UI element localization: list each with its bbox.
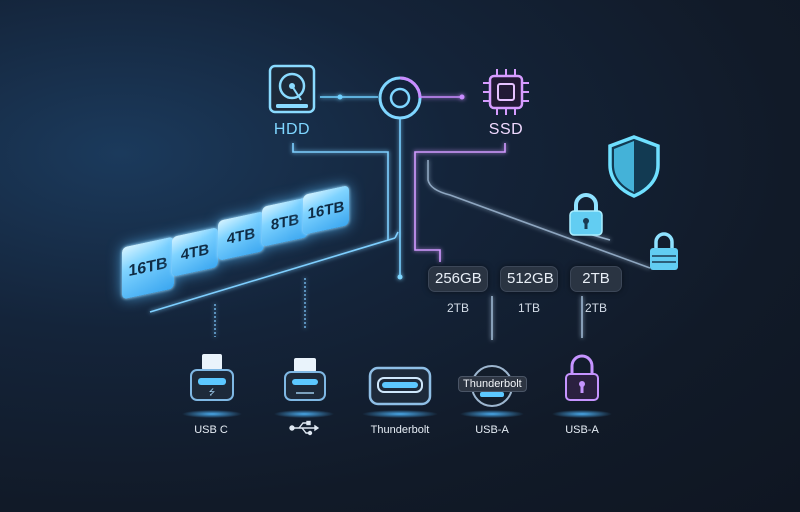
storage-chip-sub: 2TB (446, 301, 469, 315)
hard-disk-icon (268, 64, 316, 114)
storage-chip: 256GB (428, 266, 488, 292)
port-label: Thunderbolt (370, 424, 430, 436)
ssd-label: SSD (488, 121, 524, 138)
cpu-chip-icon (483, 69, 529, 115)
small-padlock-icon (650, 232, 678, 270)
port-label: USB C (194, 424, 228, 436)
usb-symbol-port-icon[interactable] (282, 356, 328, 406)
storage-chip: 512GB (500, 266, 558, 292)
hdd-label: HDD (273, 121, 311, 138)
capacity-card: 16TB (122, 236, 174, 300)
storage-chip: 2TB (570, 266, 622, 292)
hub-ring-icon (378, 76, 422, 120)
storage-chip-sub: 1TB (517, 301, 540, 315)
thunderbolt-port-icon[interactable] (368, 364, 432, 408)
thunderbolt-badge: Thunderbolt (458, 376, 527, 392)
usb-trident-icon (289, 420, 319, 436)
storage-chip-sub: 2TB (584, 301, 607, 315)
svg-text:⭍: ⭍ (209, 388, 216, 397)
port-label: USB-A (475, 424, 509, 436)
padlock-icon (569, 193, 603, 236)
port-label: USB-A (565, 424, 599, 436)
shield-icon (608, 135, 660, 198)
lock-port-icon[interactable] (562, 352, 602, 408)
usb-c-port-icon[interactable]: ⭍ (188, 352, 236, 406)
